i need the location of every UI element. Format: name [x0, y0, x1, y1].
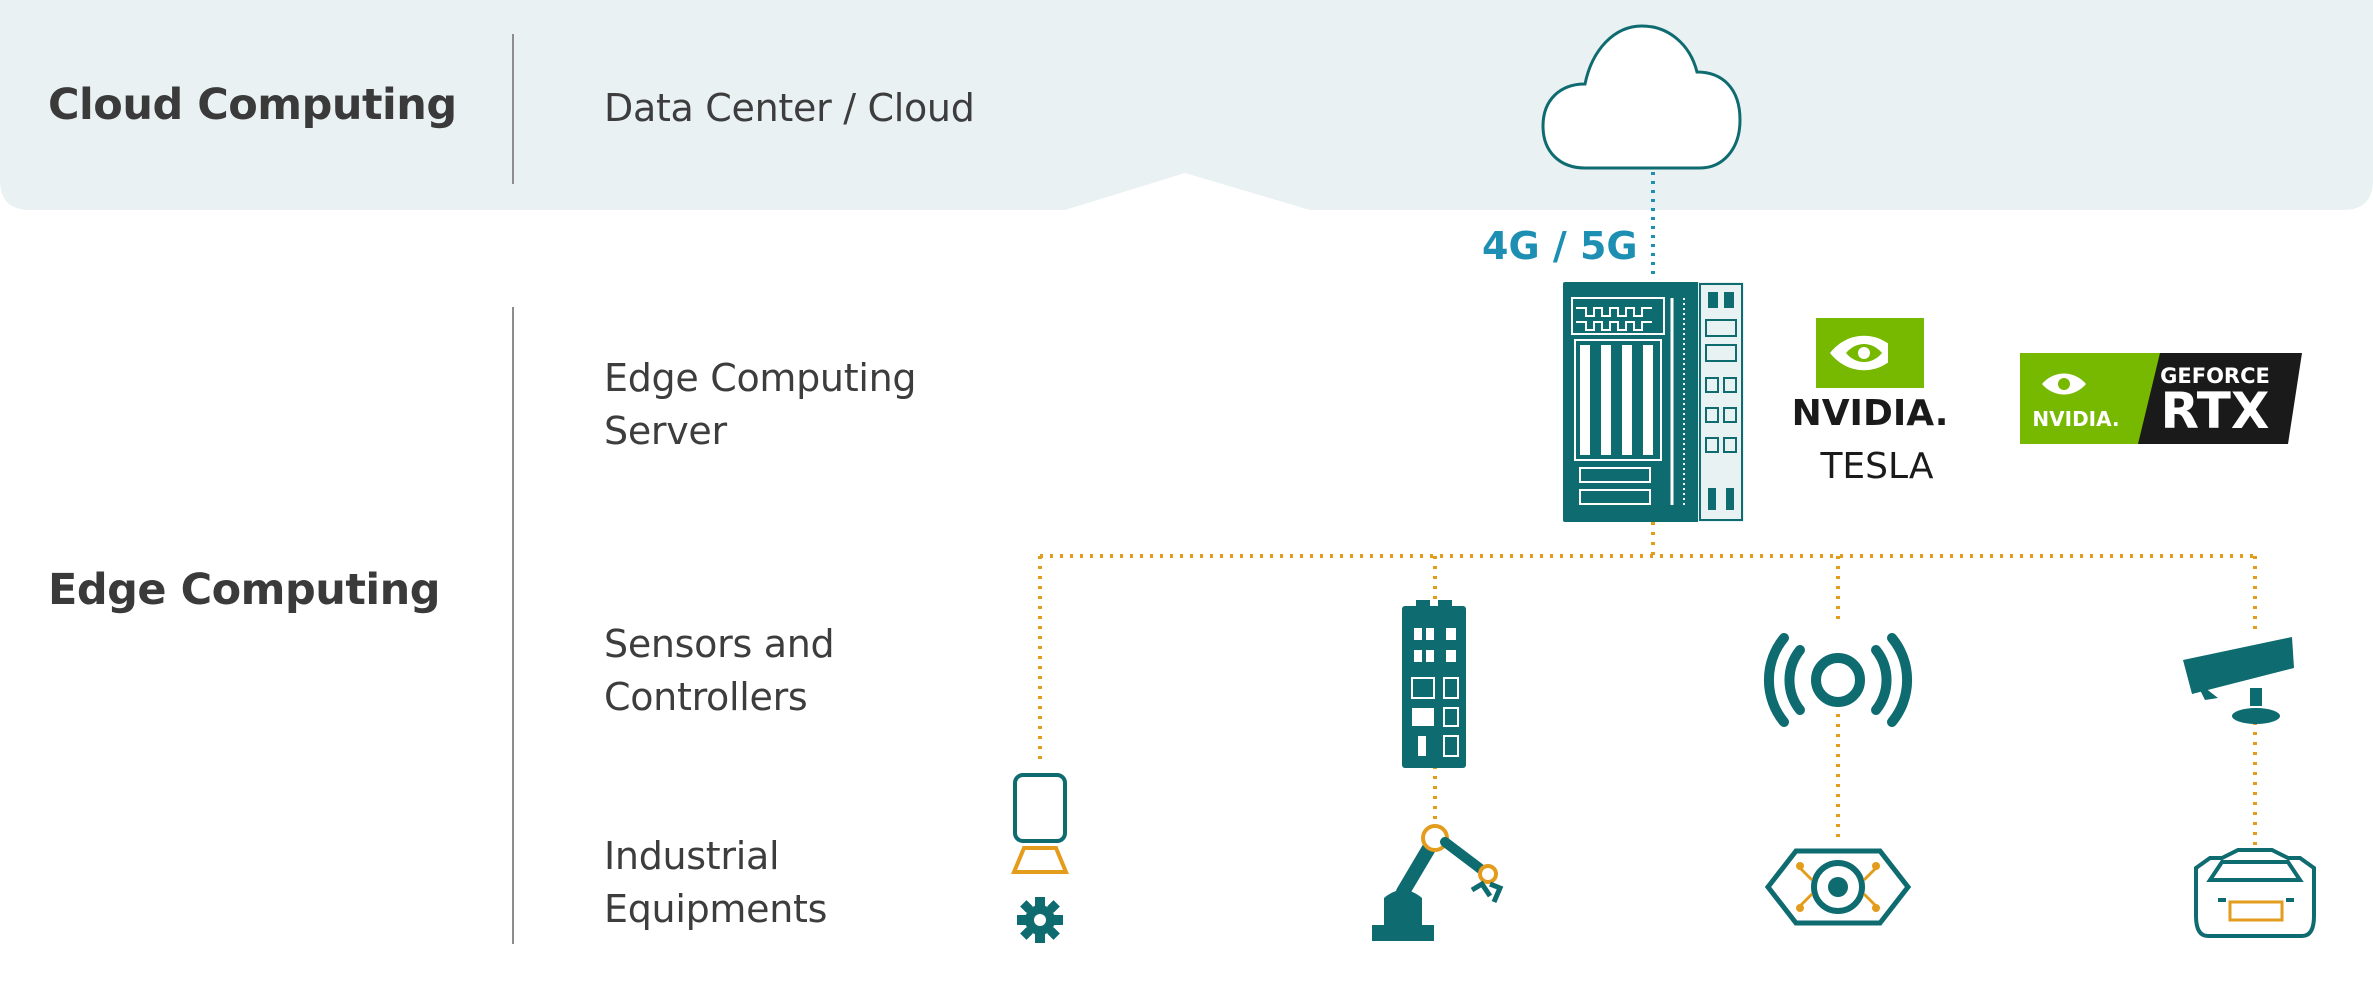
- geforce-rtx-logo: NVIDIA. GEFORCE RTX: [2020, 353, 2302, 444]
- cloud-divider: [512, 34, 514, 184]
- sensors-tier-label-line1: Sensors and: [604, 622, 835, 666]
- cloud-tier-label: Data Center / Cloud: [604, 86, 975, 130]
- machine-vision-eye-icon: [1764, 848, 1912, 926]
- geforce-wordmark: GEFORCE: [2160, 364, 2270, 388]
- edge-server-tier-label-line2: Server: [604, 409, 727, 453]
- network-label: 4G / 5G: [1482, 224, 1638, 268]
- surveillance-camera-icon: [2183, 637, 2294, 724]
- nvidia-tesla-logo: NVIDIA. TESLA: [1792, 318, 1949, 487]
- sensors-tier-label: Sensors and Controllers: [604, 618, 835, 724]
- robot-arm-icon: [1372, 824, 1504, 941]
- industrial-device-icon: [1011, 773, 1069, 874]
- equipment-tier-label-line2: Equipments: [604, 887, 828, 931]
- edge-divider: [512, 307, 514, 944]
- cloud-icon: [1541, 24, 1742, 170]
- nvidia-wordmark: NVIDIA.: [1792, 393, 1949, 434]
- equipment-tier-label: Industrial Equipments: [604, 830, 827, 936]
- rtx-wordmark: RTX: [2161, 382, 2270, 440]
- cloud-section-title: Cloud Computing: [48, 80, 457, 130]
- wireless-signal-icon: [1763, 633, 1913, 727]
- geforce-nvidia-wordmark: NVIDIA.: [2032, 407, 2119, 431]
- tesla-wordmark: TESLA: [1819, 446, 1933, 487]
- vehicle-icon: [2194, 848, 2316, 938]
- din-rail-controller-icon: [1402, 600, 1466, 768]
- sensors-tier-label-line2: Controllers: [604, 675, 808, 719]
- edge-server-icon: [1563, 282, 1744, 522]
- edge-server-tier-label: Edge Computing Server: [604, 352, 916, 458]
- gear-icon: [1017, 897, 1063, 943]
- equipment-tier-label-line1: Industrial: [604, 834, 780, 878]
- cloud-band-background: [0, 0, 2373, 210]
- edge-section-title: Edge Computing: [48, 565, 441, 615]
- edge-network-lines: [1038, 522, 2257, 846]
- edge-server-tier-label-line1: Edge Computing: [604, 356, 917, 400]
